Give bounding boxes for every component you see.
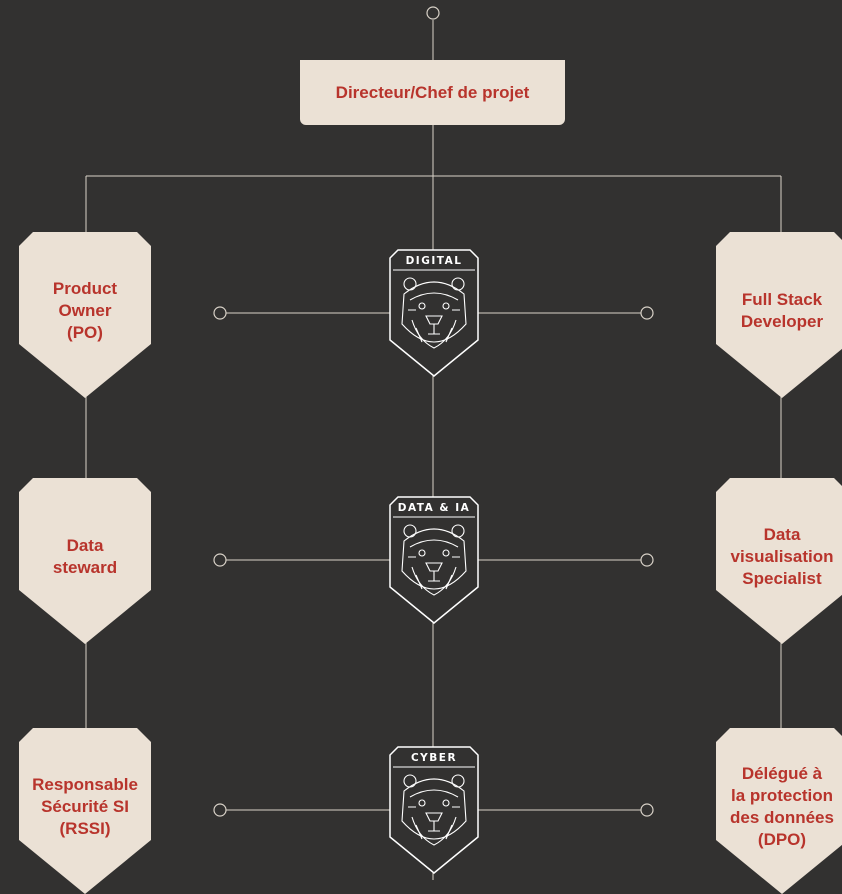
row-1-left-dot bbox=[213, 306, 227, 320]
role-full-stack-developer: Full Stack Developer bbox=[716, 232, 842, 398]
row-2-left-dot bbox=[213, 553, 227, 567]
badge-cyber-label: CYBER bbox=[411, 752, 457, 764]
bear-head-icon bbox=[401, 774, 467, 846]
badge-cyber: CYBER bbox=[388, 745, 480, 875]
row-3-right-dot bbox=[640, 803, 654, 817]
role-data-visualisation-specialist: Data visualisation Specialist bbox=[716, 478, 842, 644]
role-product-owner: Product Owner (PO) bbox=[19, 232, 151, 398]
badge-data-ia: DATA & IA bbox=[388, 495, 480, 625]
role-product-owner-label: Product Owner (PO) bbox=[52, 279, 118, 342]
row-2-right-dot bbox=[640, 553, 654, 567]
top-node-dot bbox=[426, 6, 440, 20]
badge-data-ia-label: DATA & IA bbox=[398, 502, 471, 514]
bear-head-icon bbox=[401, 277, 467, 349]
badge-digital: DIGITAL bbox=[388, 248, 480, 378]
role-rssi: Responsable Sécurité SI (RSSI) bbox=[19, 728, 151, 894]
role-full-stack-developer-label: Full Stack Developer bbox=[740, 290, 824, 331]
role-data-steward-label: Data steward bbox=[52, 536, 118, 577]
bear-head-icon bbox=[401, 524, 467, 596]
role-rssi-label: Responsable Sécurité SI (RSSI) bbox=[32, 775, 138, 838]
director-label: Directeur/Chef de projet bbox=[335, 82, 530, 102]
role-dpo-label: Délégué à la protection des données (DPO… bbox=[730, 764, 834, 849]
row-3-left-dot bbox=[213, 803, 227, 817]
role-data-visualisation-specialist-label: Data visualisation Specialist bbox=[730, 525, 834, 588]
role-dpo: Délégué à la protection des données (DPO… bbox=[716, 728, 842, 894]
badge-digital-label: DIGITAL bbox=[406, 255, 463, 267]
row-1-right-dot bbox=[640, 306, 654, 320]
role-data-steward: Data steward bbox=[19, 478, 151, 644]
director-box: Directeur/Chef de projet bbox=[300, 60, 565, 125]
